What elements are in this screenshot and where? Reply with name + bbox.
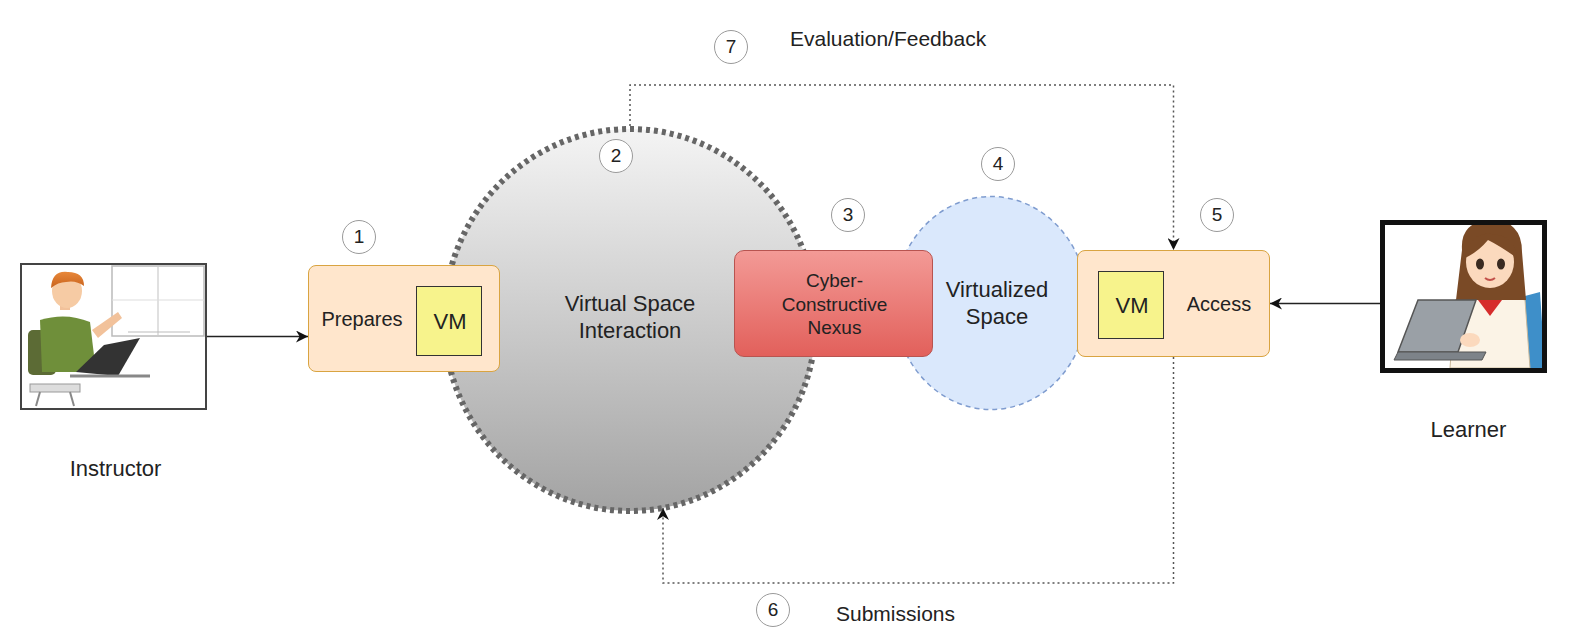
callout-text: 7 [726,35,737,59]
instructor-illustration [28,266,204,406]
callout-number: 1 [342,220,376,254]
learner-frame: Learner [1380,220,1547,373]
arrow-connector [207,336,308,338]
text-area: Access [1172,251,1266,358]
node-text: VM [434,308,467,336]
process-box: Prepares VM [308,265,500,372]
text-area: VM [1099,272,1165,340]
callout-text: 4 [993,152,1004,176]
node-text: VM [1116,292,1149,320]
callout-number: 5 [1200,198,1234,232]
text-area: Virtualized Space [935,265,1059,341]
callout-text: 1 [354,225,365,249]
node-text: Learner [1431,416,1507,444]
edge-label: Evaluation/Feedback [787,26,989,52]
callout-text: 5 [1212,203,1223,227]
instructor-frame: Instructor [20,263,207,410]
arrow-connector [1270,303,1380,305]
text-area: Prepares [311,266,413,373]
process-box: Access VM [1077,250,1270,357]
node-text: Virtual Space Interaction [535,290,725,345]
text-area: Virtual Space Interaction [535,275,725,359]
vm-box: VM [1098,271,1164,339]
circle-shape [895,197,1088,410]
learner-illustration [1394,220,1545,368]
node-text: Instructor [70,455,162,483]
callout-number: 7 [714,30,748,64]
node-text: Cyber- Constructive Nexus [755,269,914,340]
node-text: Virtualized Space [935,276,1059,331]
edge-label: Submissions [833,601,958,627]
callout-number: 4 [981,147,1015,181]
text-area: Cyber- Constructive Nexus [755,251,914,358]
callout-number: 6 [756,593,790,627]
text-area: Instructor [12,455,219,483]
text-area: Learner [1375,416,1562,444]
text-area: VM [417,287,483,357]
nexus-box: Cyber- Constructive Nexus [734,250,933,357]
callout-text: 6 [768,598,779,622]
node-text: Access [1187,292,1251,317]
callout-text: 2 [611,144,622,168]
node-text: Prepares [321,307,402,332]
vm-box: VM [416,286,482,356]
callout-number: 2 [599,139,633,173]
callout-number: 3 [831,198,865,232]
callout-text: 3 [843,203,854,227]
